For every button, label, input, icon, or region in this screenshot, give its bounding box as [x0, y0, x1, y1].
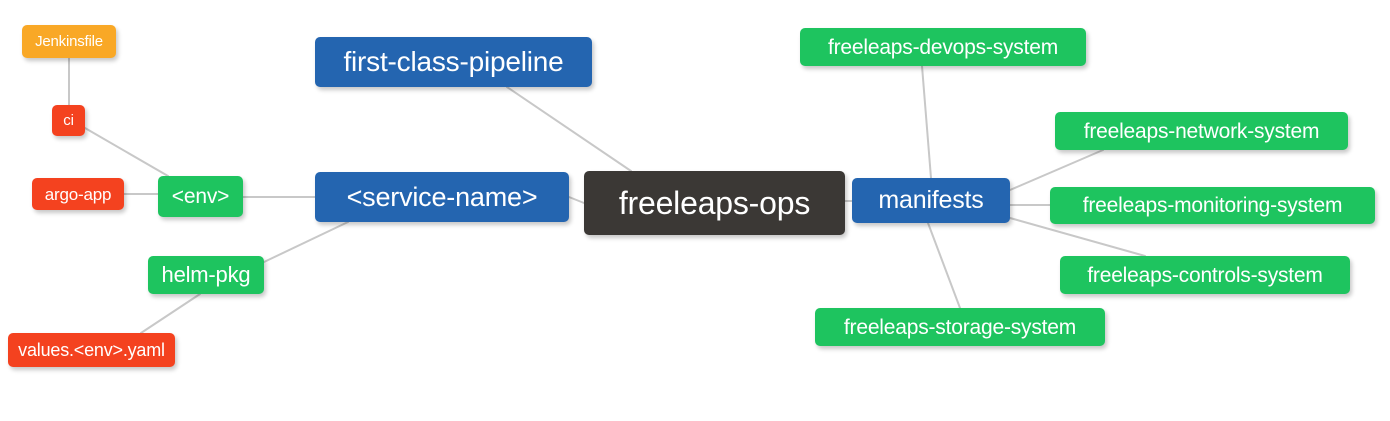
mindmap-node-env[interactable]: <env> — [158, 176, 243, 217]
edge-manifests-to-freeleaps-devops-system — [921, 65, 932, 179]
mindmap-node-freeleaps-storage-system[interactable]: freeleaps-storage-system — [815, 308, 1105, 346]
edge-helm-pkg-to-values-env-yaml — [140, 293, 201, 334]
edge-manifests-to-freeleaps-storage-system — [927, 222, 961, 309]
edge-root-to-service-name — [568, 196, 585, 204]
mindmap-node-values-env-yaml[interactable]: values.<env>.yaml — [8, 333, 175, 367]
mindmap-node-freeleaps-controls-system[interactable]: freeleaps-controls-system — [1060, 256, 1350, 294]
mindmap-node-argo-app[interactable]: argo-app — [32, 178, 124, 210]
mindmap-node-root[interactable]: freeleaps-ops — [584, 171, 845, 235]
edge-service-name-to-helm-pkg — [263, 221, 349, 263]
edge-env-to-ci — [84, 127, 169, 177]
mindmap-node-freeleaps-network-system[interactable]: freeleaps-network-system — [1055, 112, 1348, 150]
mindmap-node-service-name[interactable]: <service-name> — [315, 172, 569, 222]
mindmap-node-manifests[interactable]: manifests — [852, 178, 1010, 223]
mindmap-node-ci[interactable]: ci — [52, 105, 85, 136]
mindmap-node-freeleaps-monitoring-system[interactable]: freeleaps-monitoring-system — [1050, 187, 1375, 224]
edge-manifests-to-freeleaps-network-system — [1009, 149, 1104, 191]
mindmap-node-first-class-pipeline[interactable]: first-class-pipeline — [315, 37, 592, 87]
mindmap-node-jenkinsfile[interactable]: Jenkinsfile — [22, 25, 116, 58]
mindmap-node-helm-pkg[interactable]: helm-pkg — [148, 256, 264, 294]
edge-root-to-first-class-pipeline — [506, 86, 632, 172]
mindmap-node-freeleaps-devops-system[interactable]: freeleaps-devops-system — [800, 28, 1086, 66]
